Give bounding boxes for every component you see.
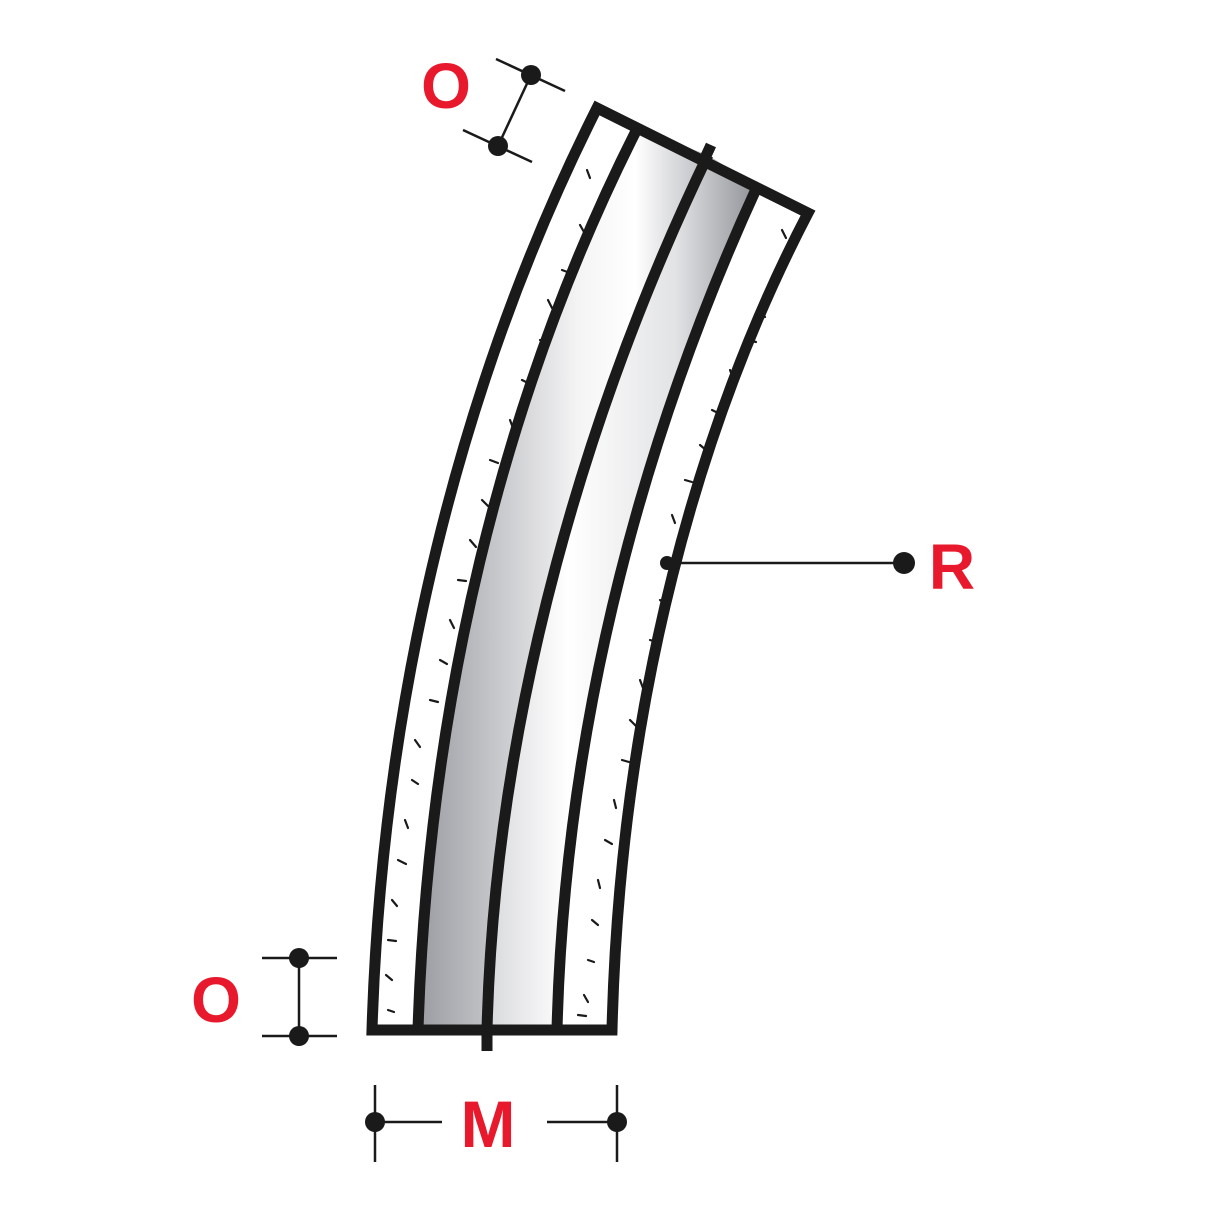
insulation-inner-left	[412, 126, 642, 1031]
label-offset-bottom: O	[191, 964, 241, 1036]
bottom-offset-dimension	[262, 948, 337, 1046]
radius-leader	[660, 552, 915, 574]
width-dimension	[365, 1085, 627, 1162]
outer-casing	[366, 100, 816, 1036]
label-width: M	[461, 1087, 516, 1161]
insulation-speckles	[384, 168, 788, 1018]
pipe-center-line	[481, 152, 713, 1031]
label-radius: R	[929, 531, 975, 603]
inner-pipe-right	[487, 155, 757, 1030]
insulation-inner-right	[551, 184, 762, 1031]
top-center-tick	[700, 142, 716, 161]
top-offset-dimension	[462, 57, 566, 164]
label-offset-top: O	[421, 50, 471, 122]
pipe-outlines	[366, 100, 816, 1036]
inner-pipe-left	[418, 129, 708, 1030]
